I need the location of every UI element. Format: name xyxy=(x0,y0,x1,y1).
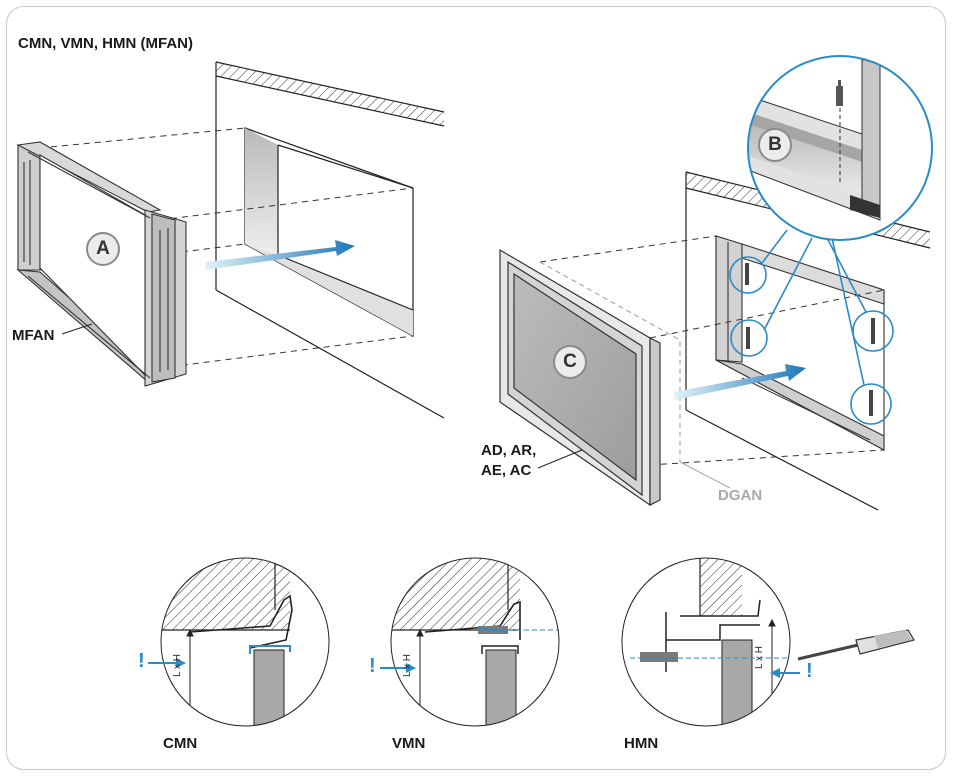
insert-arrow-right xyxy=(674,364,806,400)
label-hmn: HMN xyxy=(624,735,659,752)
label-cmn: CMN xyxy=(163,735,198,752)
warning-icon-vmn: ! xyxy=(369,655,376,677)
warning-icon-cmn: ! xyxy=(138,650,145,672)
dimension-label-cmn: L x H xyxy=(171,654,183,677)
detail-b-zoom xyxy=(747,55,933,241)
dgan-leader xyxy=(679,461,731,489)
grille-leader xyxy=(537,449,583,469)
warning-icon-hmn: ! xyxy=(806,660,813,682)
dimension-label-vmn: L x H xyxy=(401,654,413,677)
detail-cmn xyxy=(160,557,330,727)
diagram-frame xyxy=(6,6,946,770)
badge-a: A xyxy=(86,232,120,266)
anchor-detail-circles xyxy=(729,229,894,425)
anchor-screws xyxy=(745,263,875,416)
mfan-leader xyxy=(61,323,93,335)
detail-vmn xyxy=(390,557,560,727)
badge-c: C xyxy=(553,345,587,379)
screwdriver-icon xyxy=(797,629,915,661)
label-grilles-line2: AE, AC xyxy=(481,462,532,479)
label-mfan: MFAN xyxy=(12,327,55,344)
label-vmn: VMN xyxy=(392,735,426,752)
label-dgan: DGAN xyxy=(718,487,763,504)
insert-arrow-left xyxy=(205,240,355,270)
badge-b: B xyxy=(758,128,792,162)
warning-arrows xyxy=(148,658,800,678)
dimension-label-hmn: L x H xyxy=(753,646,765,669)
wall-left xyxy=(215,61,445,419)
diagram-title: CMN, VMN, HMN (MFAN) xyxy=(18,35,193,52)
mfan-frame-installed xyxy=(715,235,885,451)
mfan-frame xyxy=(16,141,187,387)
label-grilles-line1: AD, AR, xyxy=(481,442,537,459)
detail-hmn xyxy=(621,557,791,727)
dimension-arrows xyxy=(186,618,776,637)
